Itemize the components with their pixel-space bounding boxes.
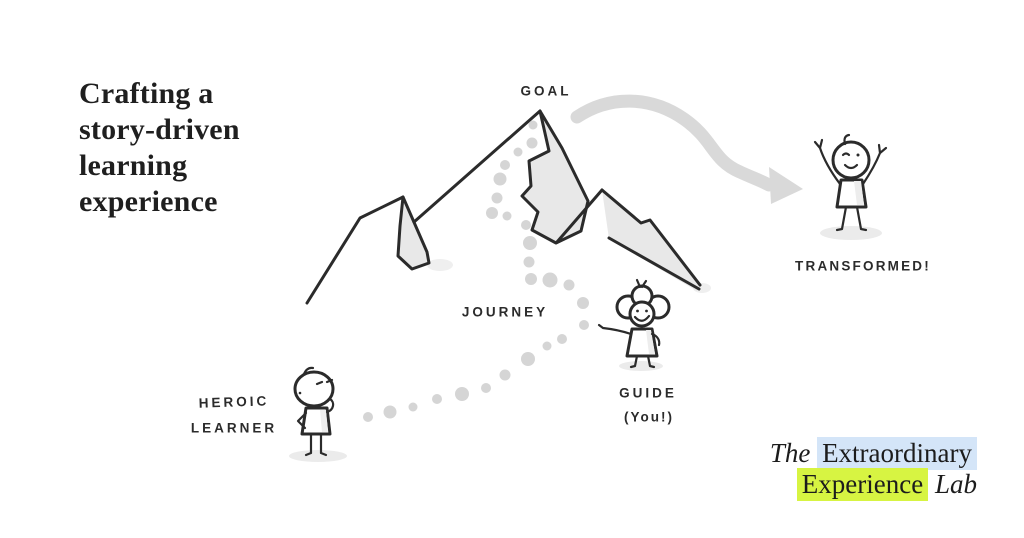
goal-label: GOAL xyxy=(520,83,572,99)
logo-line2: Experience Lab xyxy=(770,468,977,501)
transformation-arrow-icon xyxy=(570,94,803,204)
heroic-learner-figure-icon xyxy=(289,366,347,462)
logo-lab: Lab xyxy=(934,469,977,499)
logo-experience: Experience xyxy=(796,468,929,501)
heroic-learner-label-line1: HEROIC xyxy=(198,393,270,411)
guide-figure-icon xyxy=(597,278,671,371)
journey-label: JOURNEY xyxy=(461,304,549,320)
guide-label-line1: GUIDE xyxy=(619,385,677,401)
heroic-learner-label-line2: LEARNER xyxy=(190,420,278,436)
page-title: Crafting a story-driven learning experie… xyxy=(79,77,240,218)
brand-logo: The Extraordinary Experience Lab xyxy=(769,437,977,501)
transformed-figure-icon xyxy=(813,133,888,240)
logo-extraordinary: Extraordinary xyxy=(817,437,977,470)
transformed-label: TRANSFORMED! xyxy=(795,258,931,274)
logo-the: The xyxy=(769,438,811,468)
guide-label-line2: (You!) xyxy=(624,409,674,425)
logo-line1: The Extraordinary xyxy=(769,437,977,470)
journey-dots xyxy=(363,120,589,422)
mountain-icon xyxy=(305,109,711,305)
